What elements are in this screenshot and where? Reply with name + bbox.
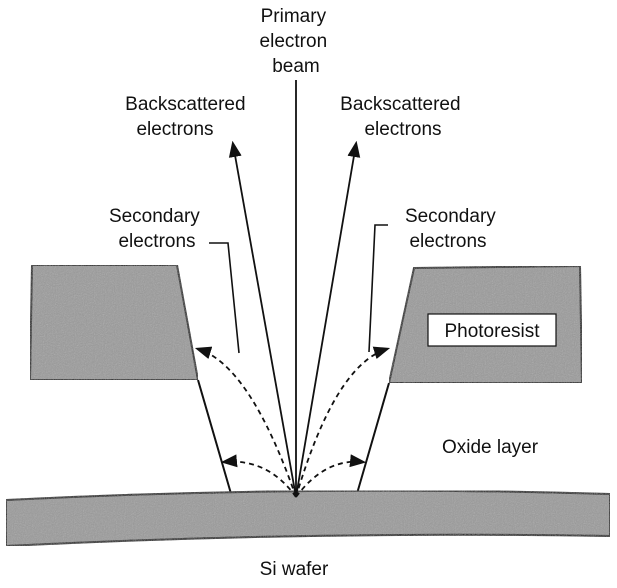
- backscattered-arrow-left: [228, 140, 297, 498]
- backscattered-arrow-right: [295, 140, 361, 498]
- secondary-arc-left-lower: [220, 454, 297, 498]
- secondary-left-line1: Secondary: [109, 206, 200, 227]
- secondary-right-line2: electrons: [409, 231, 486, 252]
- primary-beam-label-line1: Primary: [261, 6, 327, 27]
- si-wafer: [5, 489, 611, 548]
- secondary-left-label: Secondary electrons: [109, 206, 205, 252]
- photoresist-left: [28, 264, 200, 381]
- backscattered-right-line2: electrons: [364, 119, 441, 140]
- primary-beam-label-line2: electron: [260, 31, 328, 52]
- photoresist-label: Photoresist: [444, 321, 540, 342]
- oxide-sidewall-right: [353, 382, 390, 505]
- primary-beam-label-line3: beam: [272, 56, 320, 77]
- secondary-right-line1: Secondary: [405, 206, 496, 227]
- secondary-left-line2: electrons: [118, 231, 195, 252]
- secondary-leader-right: [368, 224, 388, 353]
- oxide-layer-label: Oxide layer: [442, 437, 539, 458]
- backscattered-right-label: Backscattered electrons: [340, 94, 466, 140]
- secondary-right-label: Secondary electrons: [405, 206, 501, 252]
- backscattered-left-line2: electrons: [136, 119, 213, 140]
- backscattered-right-line1: Backscattered: [340, 94, 460, 115]
- backscattered-left-label: Backscattered electrons: [125, 94, 251, 140]
- secondary-leader-left: [209, 242, 240, 354]
- primary-beam-label: Primary electron beam: [260, 6, 333, 77]
- secondary-arc-left-upper: [194, 346, 297, 498]
- backscattered-left-line1: Backscattered: [125, 94, 245, 115]
- secondary-arc-right-lower: [295, 454, 367, 498]
- oxide-sidewall-left: [197, 379, 235, 505]
- photoresist-label-box: [427, 313, 557, 347]
- secondary-arc-right-upper: [295, 346, 391, 498]
- si-wafer-label: Si wafer: [260, 559, 329, 580]
